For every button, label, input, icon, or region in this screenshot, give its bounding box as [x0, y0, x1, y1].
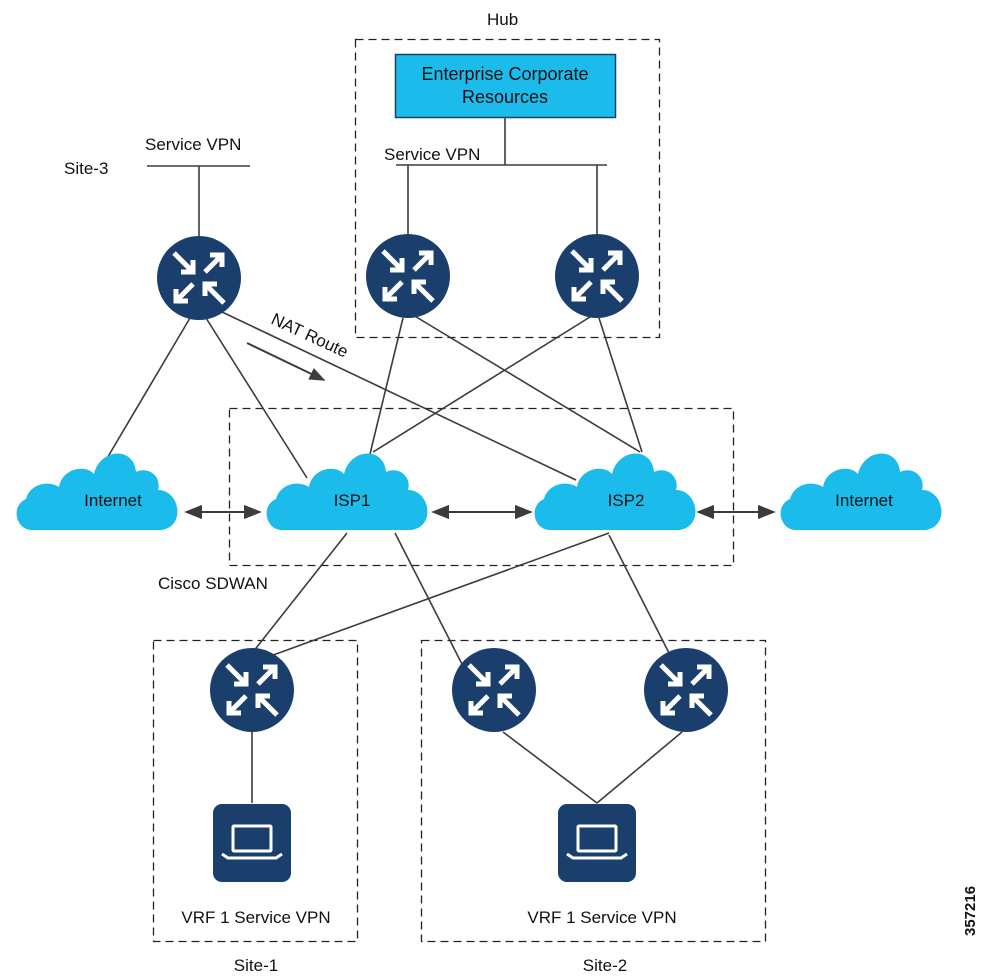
- nat-route-arrow: [246, 342, 326, 381]
- site3-label: Site-3: [64, 159, 108, 178]
- hub-service-vpn-label: Service VPN: [384, 145, 480, 164]
- cloud-isp2-label: ISP2: [608, 491, 645, 510]
- router-icon: [210, 648, 294, 732]
- figure-id: 357216: [962, 886, 979, 936]
- sdwan-label: Cisco SDWAN: [158, 574, 268, 593]
- enterprise-resources-box: Enterprise Corporate Resources: [394, 53, 617, 119]
- site3-service-vpn-label: Service VPN: [145, 135, 241, 154]
- site1-group-box: [152, 639, 359, 943]
- hub-group-box: [354, 38, 661, 339]
- site2-label: Site-2: [583, 956, 627, 975]
- cloud-isp2: ISP2: [534, 453, 696, 530]
- router-icon: [644, 648, 728, 732]
- router-icon: [555, 234, 639, 318]
- laptop-icon: [211, 802, 293, 884]
- laptop-icon: [556, 802, 638, 884]
- router-icon: [366, 234, 450, 318]
- cloud-internet-left: Internet: [16, 453, 178, 530]
- router-icon: [157, 236, 241, 320]
- cloud-internet-right-label: Internet: [835, 491, 893, 510]
- site1-vrf-label: VRF 1 Service VPN: [181, 908, 330, 927]
- cloud-isp1: ISP1: [266, 453, 428, 530]
- cloud-isp1-label: ISP1: [334, 491, 371, 510]
- cloud-internet-right: Internet: [780, 453, 942, 530]
- sdwan-group-box: [228, 407, 735, 567]
- site2-group-box: [420, 639, 767, 943]
- hub-label: Hub: [487, 10, 518, 29]
- enterprise-resources-label-1: Enterprise Corporate: [421, 64, 588, 84]
- connection-lines: [105, 117, 683, 804]
- enterprise-resources-label-2: Resources: [462, 87, 548, 107]
- router-icon: [452, 648, 536, 732]
- cloud-internet-left-label: Internet: [84, 491, 142, 510]
- site2-vrf-label: VRF 1 Service VPN: [527, 908, 676, 927]
- site1-label: Site-1: [234, 956, 278, 975]
